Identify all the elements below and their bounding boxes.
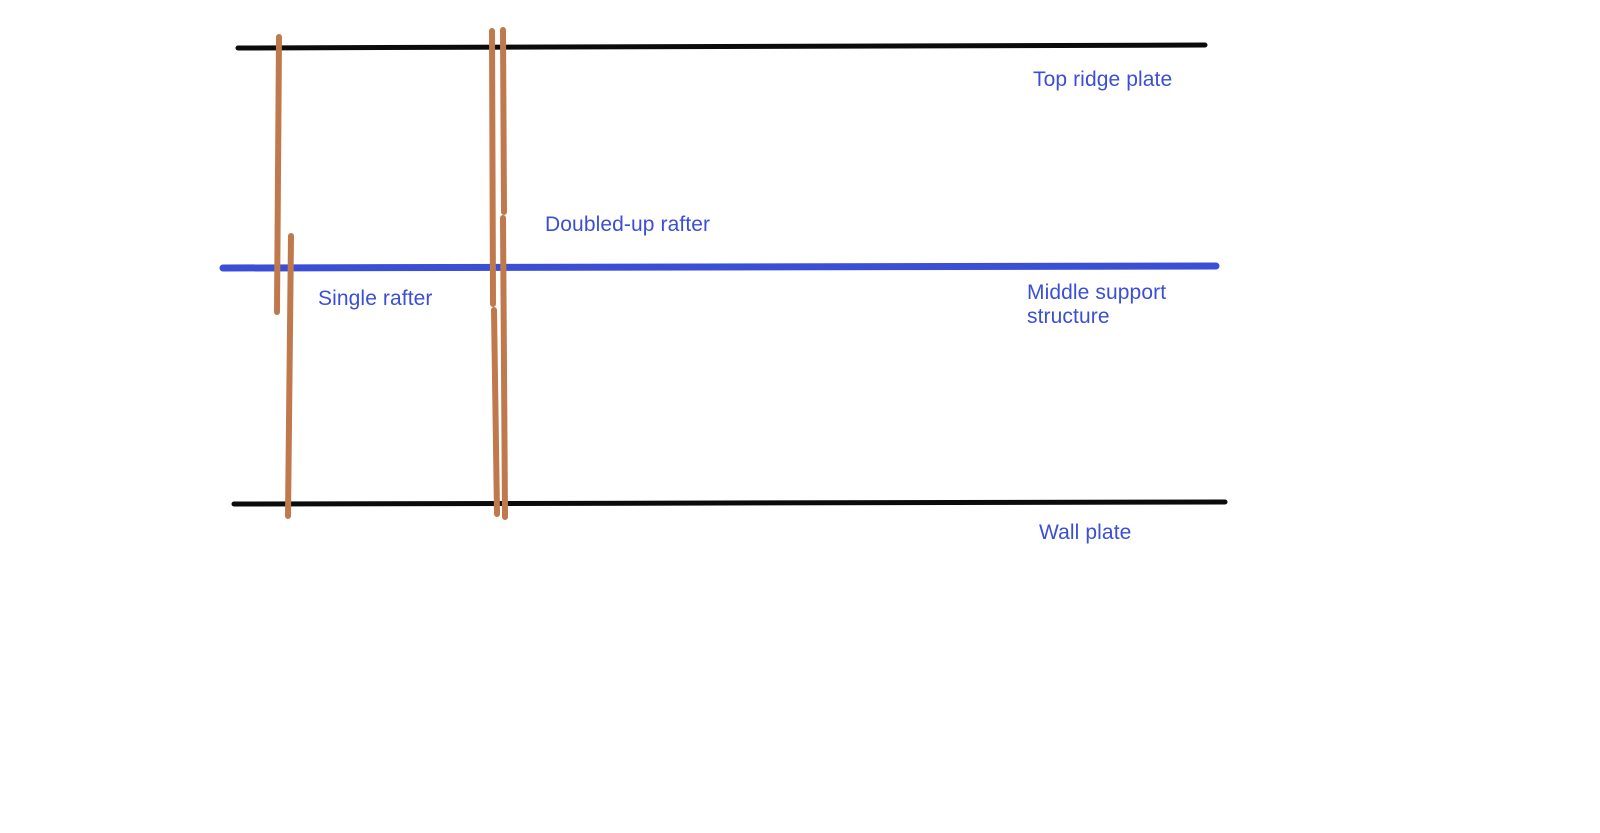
label-top-ridge-plate: Top ridge plate (1033, 68, 1173, 91)
label-single-rafter: Single rafter (318, 287, 433, 310)
doubled-left-upper-stroke (489, 28, 496, 307)
single-upper-stroke (274, 34, 282, 315)
wall-plate-line (231, 499, 1228, 507)
doubled-right-upper-stroke (500, 27, 507, 215)
top-ridge-plate-line (235, 42, 1208, 51)
label-middle-support-structure: Middle support structure (1027, 281, 1167, 328)
single-rafter-group (274, 34, 294, 519)
middle-support-structure-line (219, 262, 1220, 272)
doubled-left-lower-stroke (491, 307, 500, 517)
doubled-right-lower-stroke (500, 215, 508, 520)
label-wall-plate: Wall plate (1039, 521, 1132, 544)
doubled-up-rafter-group (489, 27, 508, 520)
single-lower-stroke (285, 233, 294, 519)
label-doubled-up-rafter: Doubled-up rafter (545, 213, 711, 236)
